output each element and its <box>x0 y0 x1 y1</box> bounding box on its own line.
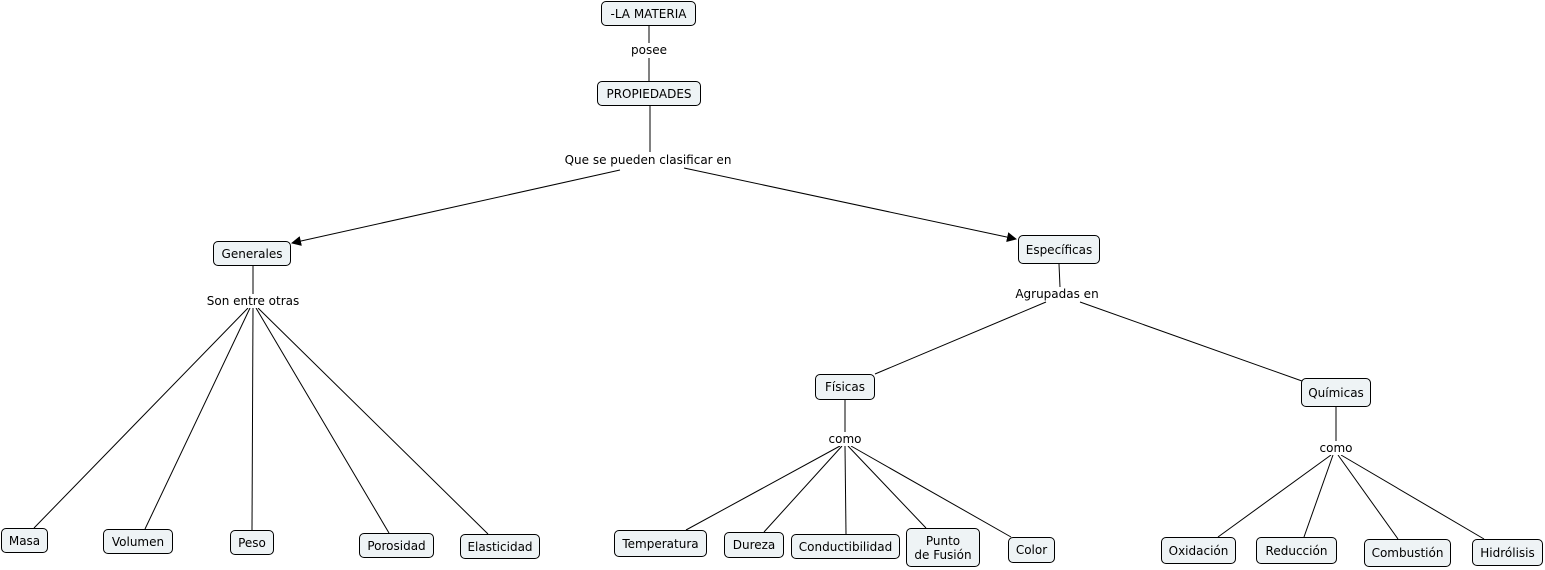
line-como-conductibilidad <box>844 445 847 535</box>
link-clasificar: Que se pueden clasificar en <box>562 153 734 167</box>
line-son-peso <box>251 307 254 531</box>
line-agrupadas-fisicas <box>874 301 1047 375</box>
node-hidrolisis[interactable]: Hidrólisis <box>1472 539 1543 566</box>
line-agrupadas-quimicas <box>1079 301 1303 382</box>
link-como-fisicas: como <box>826 432 864 446</box>
arrow-clasificar-generales <box>291 169 621 246</box>
line-como-temperatura <box>685 445 841 531</box>
line-como-punto-fusion <box>847 445 927 529</box>
line-como-hidrolisis <box>1340 454 1485 540</box>
node-color[interactable]: Color <box>1008 537 1055 563</box>
node-punto-de-fusion[interactable]: Punto de Fusión <box>906 528 980 567</box>
line-como-dureza <box>763 445 843 533</box>
node-combustion[interactable]: Combustión <box>1364 539 1451 567</box>
node-generales[interactable]: Generales <box>213 241 291 266</box>
node-conductibilidad[interactable]: Conductibilidad <box>791 534 900 559</box>
node-dureza[interactable]: Dureza <box>724 532 784 558</box>
node-volumen[interactable]: Volumen <box>103 529 173 554</box>
line-son-porosidad <box>255 307 390 534</box>
node-masa[interactable]: Masa <box>1 528 48 553</box>
line-son-volumen <box>144 307 251 530</box>
node-elasticidad[interactable]: Elasticidad <box>460 534 540 559</box>
node-peso[interactable]: Peso <box>230 530 274 555</box>
link-posee: posee <box>629 43 669 57</box>
link-son-entre-otras: Son entre otras <box>204 294 302 308</box>
line-como-combustion <box>1337 454 1399 540</box>
line-son-masa <box>33 307 249 529</box>
line-como-reduccion <box>1303 454 1334 538</box>
link-como-quimicas: como <box>1317 441 1355 455</box>
line-especificas-agrupadas <box>1058 263 1061 288</box>
node-temperatura[interactable]: Temperatura <box>614 530 707 557</box>
node-porosidad[interactable]: Porosidad <box>359 533 434 558</box>
node-propiedades[interactable]: PROPIEDADES <box>597 81 701 106</box>
node-oxidacion[interactable]: Oxidación <box>1161 537 1236 564</box>
node-especificas[interactable]: Específicas <box>1018 235 1100 264</box>
line-son-elasticidad <box>257 307 489 535</box>
node-quimicas[interactable]: Químicas <box>1301 378 1371 407</box>
line-como-oxidacion <box>1217 454 1332 538</box>
node-fisicas[interactable]: Físicas <box>815 374 875 400</box>
node-reduccion[interactable]: Reducción <box>1256 537 1337 564</box>
line-como-color <box>850 445 1012 538</box>
node-la-materia[interactable]: -LA MATERIA <box>601 1 696 26</box>
link-agrupadas: Agrupadas en <box>1013 287 1101 301</box>
arrow-clasificar-especificas <box>683 167 1017 243</box>
